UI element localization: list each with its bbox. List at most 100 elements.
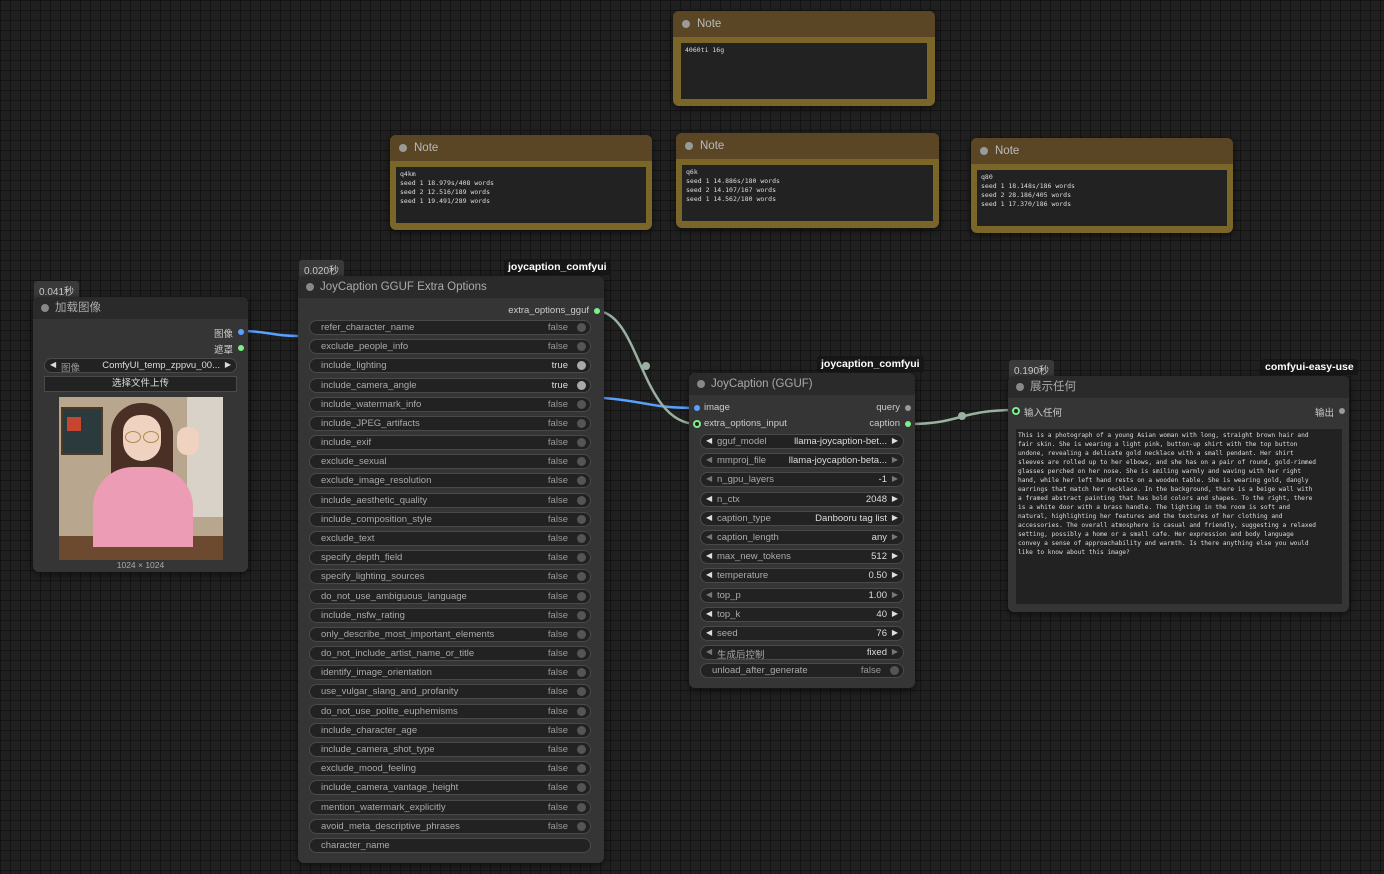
toggle-knob[interactable] [577, 457, 586, 467]
input-any-slot[interactable] [1012, 407, 1020, 415]
note-textarea[interactable]: 4060ti 16g [681, 43, 927, 99]
toggle-knob[interactable] [577, 342, 586, 352]
toggle-knob[interactable] [577, 744, 586, 754]
arrow-right-icon[interactable]: ▶ [891, 512, 898, 522]
toggle-knob[interactable] [577, 323, 586, 332]
note-node[interactable]: Note 4060ti 16g [673, 11, 935, 106]
note-node[interactable]: Note q4km seed 1 18.979s/408 words seed … [390, 135, 652, 230]
toggle-knob[interactable] [577, 591, 586, 601]
toggle-knob[interactable] [577, 706, 586, 716]
output-image-slot[interactable] [238, 329, 244, 335]
collapse-dot-icon[interactable] [685, 142, 693, 150]
arrow-left-icon[interactable]: ◀ [706, 647, 713, 657]
arrow-right-icon[interactable]: ▶ [891, 647, 898, 657]
arrow-right-icon[interactable]: ▶ [891, 570, 898, 580]
note-node[interactable]: Note q6k seed 1 14.886s/180 words seed 2… [676, 133, 939, 228]
arrow-right-icon[interactable]: ▶ [891, 551, 898, 561]
toggle-knob[interactable] [577, 668, 586, 678]
toggle-knob[interactable] [890, 666, 899, 675]
toggle-knob[interactable] [577, 764, 586, 774]
arrow-left-icon[interactable]: ◀ [706, 589, 713, 599]
arrow-left-icon[interactable]: ◀ [706, 512, 713, 522]
arrow-left-icon[interactable]: ◀ [706, 436, 713, 445]
show-any-node[interactable]: 展示任何 输入任何 输出 This is a photograph of a y… [1008, 376, 1349, 612]
collapse-dot-icon[interactable] [682, 20, 690, 28]
arrow-left-icon[interactable]: ◀ [706, 474, 713, 484]
output-mask-slot[interactable] [238, 345, 244, 351]
toggle-knob[interactable] [577, 380, 586, 390]
toggle-knob[interactable] [577, 649, 586, 659]
arrow-left-icon[interactable]: ◀ [706, 493, 713, 503]
collapse-dot-icon[interactable] [980, 147, 988, 155]
widget-n-gpu-layers[interactable]: ◀n_gpu_layers-1▶ [700, 472, 904, 488]
output-caption-slot[interactable] [905, 421, 911, 427]
arrow-left-icon[interactable]: ◀ [706, 608, 713, 618]
collapse-dot-icon[interactable] [697, 380, 705, 388]
toggle-knob[interactable] [577, 533, 586, 543]
note-textarea[interactable]: q80 seed 1 18.148s/186 words seed 2 28.1… [977, 170, 1227, 226]
arrow-right-icon[interactable]: ▶ [891, 589, 898, 599]
output-extra-options-slot[interactable] [594, 308, 600, 314]
arrow-left-icon[interactable]: ◀ [706, 570, 713, 580]
arrow-right-icon[interactable]: ▶ [891, 474, 898, 484]
arrow-right-icon[interactable]: ▶ [891, 532, 898, 541]
collapse-dot-icon[interactable] [41, 304, 49, 312]
toggle-knob[interactable] [577, 361, 586, 371]
toggle-knob[interactable] [577, 514, 586, 524]
toggle-knob[interactable] [577, 687, 586, 697]
collapse-dot-icon[interactable] [306, 283, 314, 291]
toggle-knob[interactable] [577, 418, 586, 428]
arrow-right-icon[interactable]: ▶ [891, 608, 898, 618]
upload-button[interactable]: 选择文件上传 [44, 376, 237, 392]
note-node[interactable]: Note q80 seed 1 18.148s/186 words seed 2… [971, 138, 1233, 233]
note-textarea[interactable]: q4km seed 1 18.979s/408 words seed 2 12.… [396, 167, 646, 223]
arrow-right-icon[interactable]: ▶ [891, 436, 898, 445]
toggle-knob[interactable] [577, 610, 586, 620]
arrow-right-icon[interactable]: ▶ [891, 455, 898, 465]
joycaption-gguf-node[interactable]: JoyCaption (GGUF) image extra_options_in… [689, 373, 915, 688]
toggle-knob[interactable] [577, 802, 586, 812]
output-slot[interactable] [1339, 408, 1345, 414]
input-extra-options-slot[interactable] [693, 420, 701, 428]
arrow-left-icon[interactable]: ◀ [50, 360, 57, 369]
toggle-knob[interactable] [577, 476, 586, 486]
toggle-knob[interactable] [577, 725, 586, 735]
collapse-dot-icon[interactable] [1016, 383, 1024, 391]
toggle-knob[interactable] [577, 399, 586, 409]
note-textarea[interactable]: q6k seed 1 14.886s/180 words seed 2 14.1… [682, 165, 933, 221]
caption-output-text[interactable]: This is a photograph of a young Asian wo… [1016, 429, 1342, 604]
load-image-node[interactable]: 加载图像 图像 遮罩 ◀ 图像 ComfyUI_temp_zppvu_00...… [33, 297, 248, 572]
